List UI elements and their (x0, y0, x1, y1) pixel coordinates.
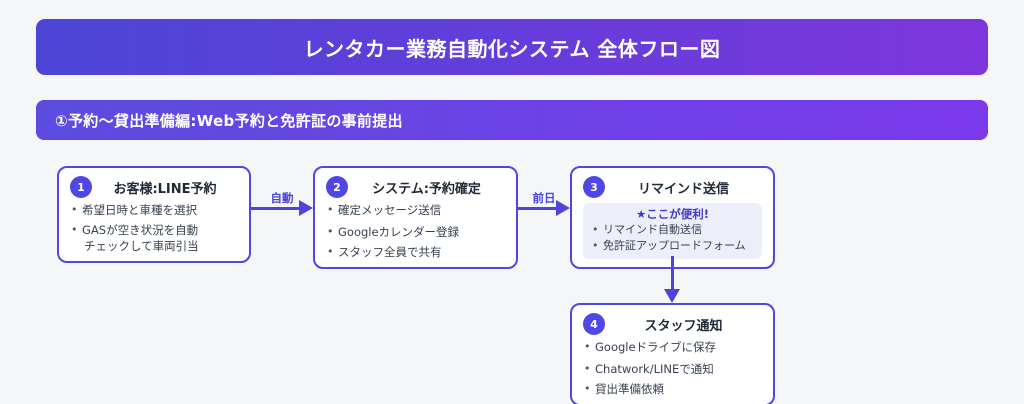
step-number-badge: 4 (583, 313, 605, 335)
node-item: Chatwork/LINEで通知 (583, 362, 762, 377)
arrowhead-down-icon (664, 289, 680, 303)
main-title-banner: レンタカー業務自動化システム 全体フロー図 (36, 19, 988, 75)
section-title-banner: ①予約〜貸出準備編:Web予約と免許証の事前提出 (36, 100, 988, 140)
node-item: GASが空き状況を自動 (70, 223, 238, 238)
flow-node-customer-line-reservation: 1 お客様:LINE予約 希望日時と車種を選択 GASが空き状況を自動 チェック… (57, 166, 251, 263)
step-number-badge: 1 (70, 176, 92, 198)
arrow-label-auto: 自動 (270, 191, 294, 205)
arrow-line (251, 207, 300, 210)
node-item: Googleカレンダー登録 (326, 225, 505, 240)
step-number-badge: 3 (583, 176, 605, 198)
highlight-item-list: リマインド自動送信 免許証アップロードフォーム (591, 223, 754, 253)
node-header: 4 スタッフ通知 (583, 313, 762, 335)
node-item-continuation: チェックして車両引当 (84, 238, 199, 253)
node-title: システム:予約確定 (372, 181, 481, 197)
node-item-list: 希望日時と車種を選択 GASが空き状況を自動 チェックして車両引当 (70, 203, 238, 254)
node-item: スタッフ全員で共有 (326, 245, 505, 260)
flow-node-staff-notify: 4 スタッフ通知 Googleドライブに保存 Chatwork/LINEで通知 … (570, 303, 775, 404)
step-number-badge: 2 (326, 176, 348, 198)
main-title: レンタカー業務自動化システム 全体フロー図 (303, 36, 721, 61)
node-item: Googleドライブに保存 (583, 340, 762, 355)
arrowhead-right-icon (299, 200, 313, 216)
highlight-callout: ★ここが便利! リマインド自動送信 免許証アップロードフォーム (583, 203, 762, 259)
node-item: 免許証アップロードフォーム (591, 239, 754, 253)
section-title: ①予約〜貸出準備編:Web予約と免許証の事前提出 (55, 111, 403, 130)
node-item: 貸出準備依頼 (583, 382, 762, 397)
arrow-line (671, 256, 674, 290)
node-item: 希望日時と車種を選択 (70, 203, 238, 218)
node-item: リマインド自動送信 (591, 223, 754, 237)
node-title: お客様:LINE予約 (113, 181, 217, 197)
node-title: スタッフ通知 (644, 318, 723, 334)
node-item: 確定メッセージ送信 (326, 203, 505, 218)
node-title: リマインド送信 (637, 181, 729, 197)
node-header: 1 お客様:LINE予約 (70, 176, 238, 198)
flow-node-system-reservation-confirm: 2 システム:予約確定 確定メッセージ送信 Googleカレンダー登録 スタッフ… (313, 166, 518, 269)
node-header: 2 システム:予約確定 (326, 176, 505, 198)
arrowhead-right-icon (556, 200, 570, 216)
arrow-line (518, 207, 556, 210)
flow-node-reminder-send: 3 リマインド送信 ★ここが便利! リマインド自動送信 免許証アップロードフォー… (570, 166, 775, 269)
node-item-list: Googleドライブに保存 Chatwork/LINEで通知 貸出準備依頼 (583, 340, 762, 397)
node-item-list: 確定メッセージ送信 Googleカレンダー登録 スタッフ全員で共有 (326, 203, 505, 260)
arrow-label-previous-day: 前日 (532, 191, 556, 205)
highlight-title: ★ここが便利! (635, 207, 710, 221)
node-header: 3 リマインド送信 (583, 176, 762, 198)
